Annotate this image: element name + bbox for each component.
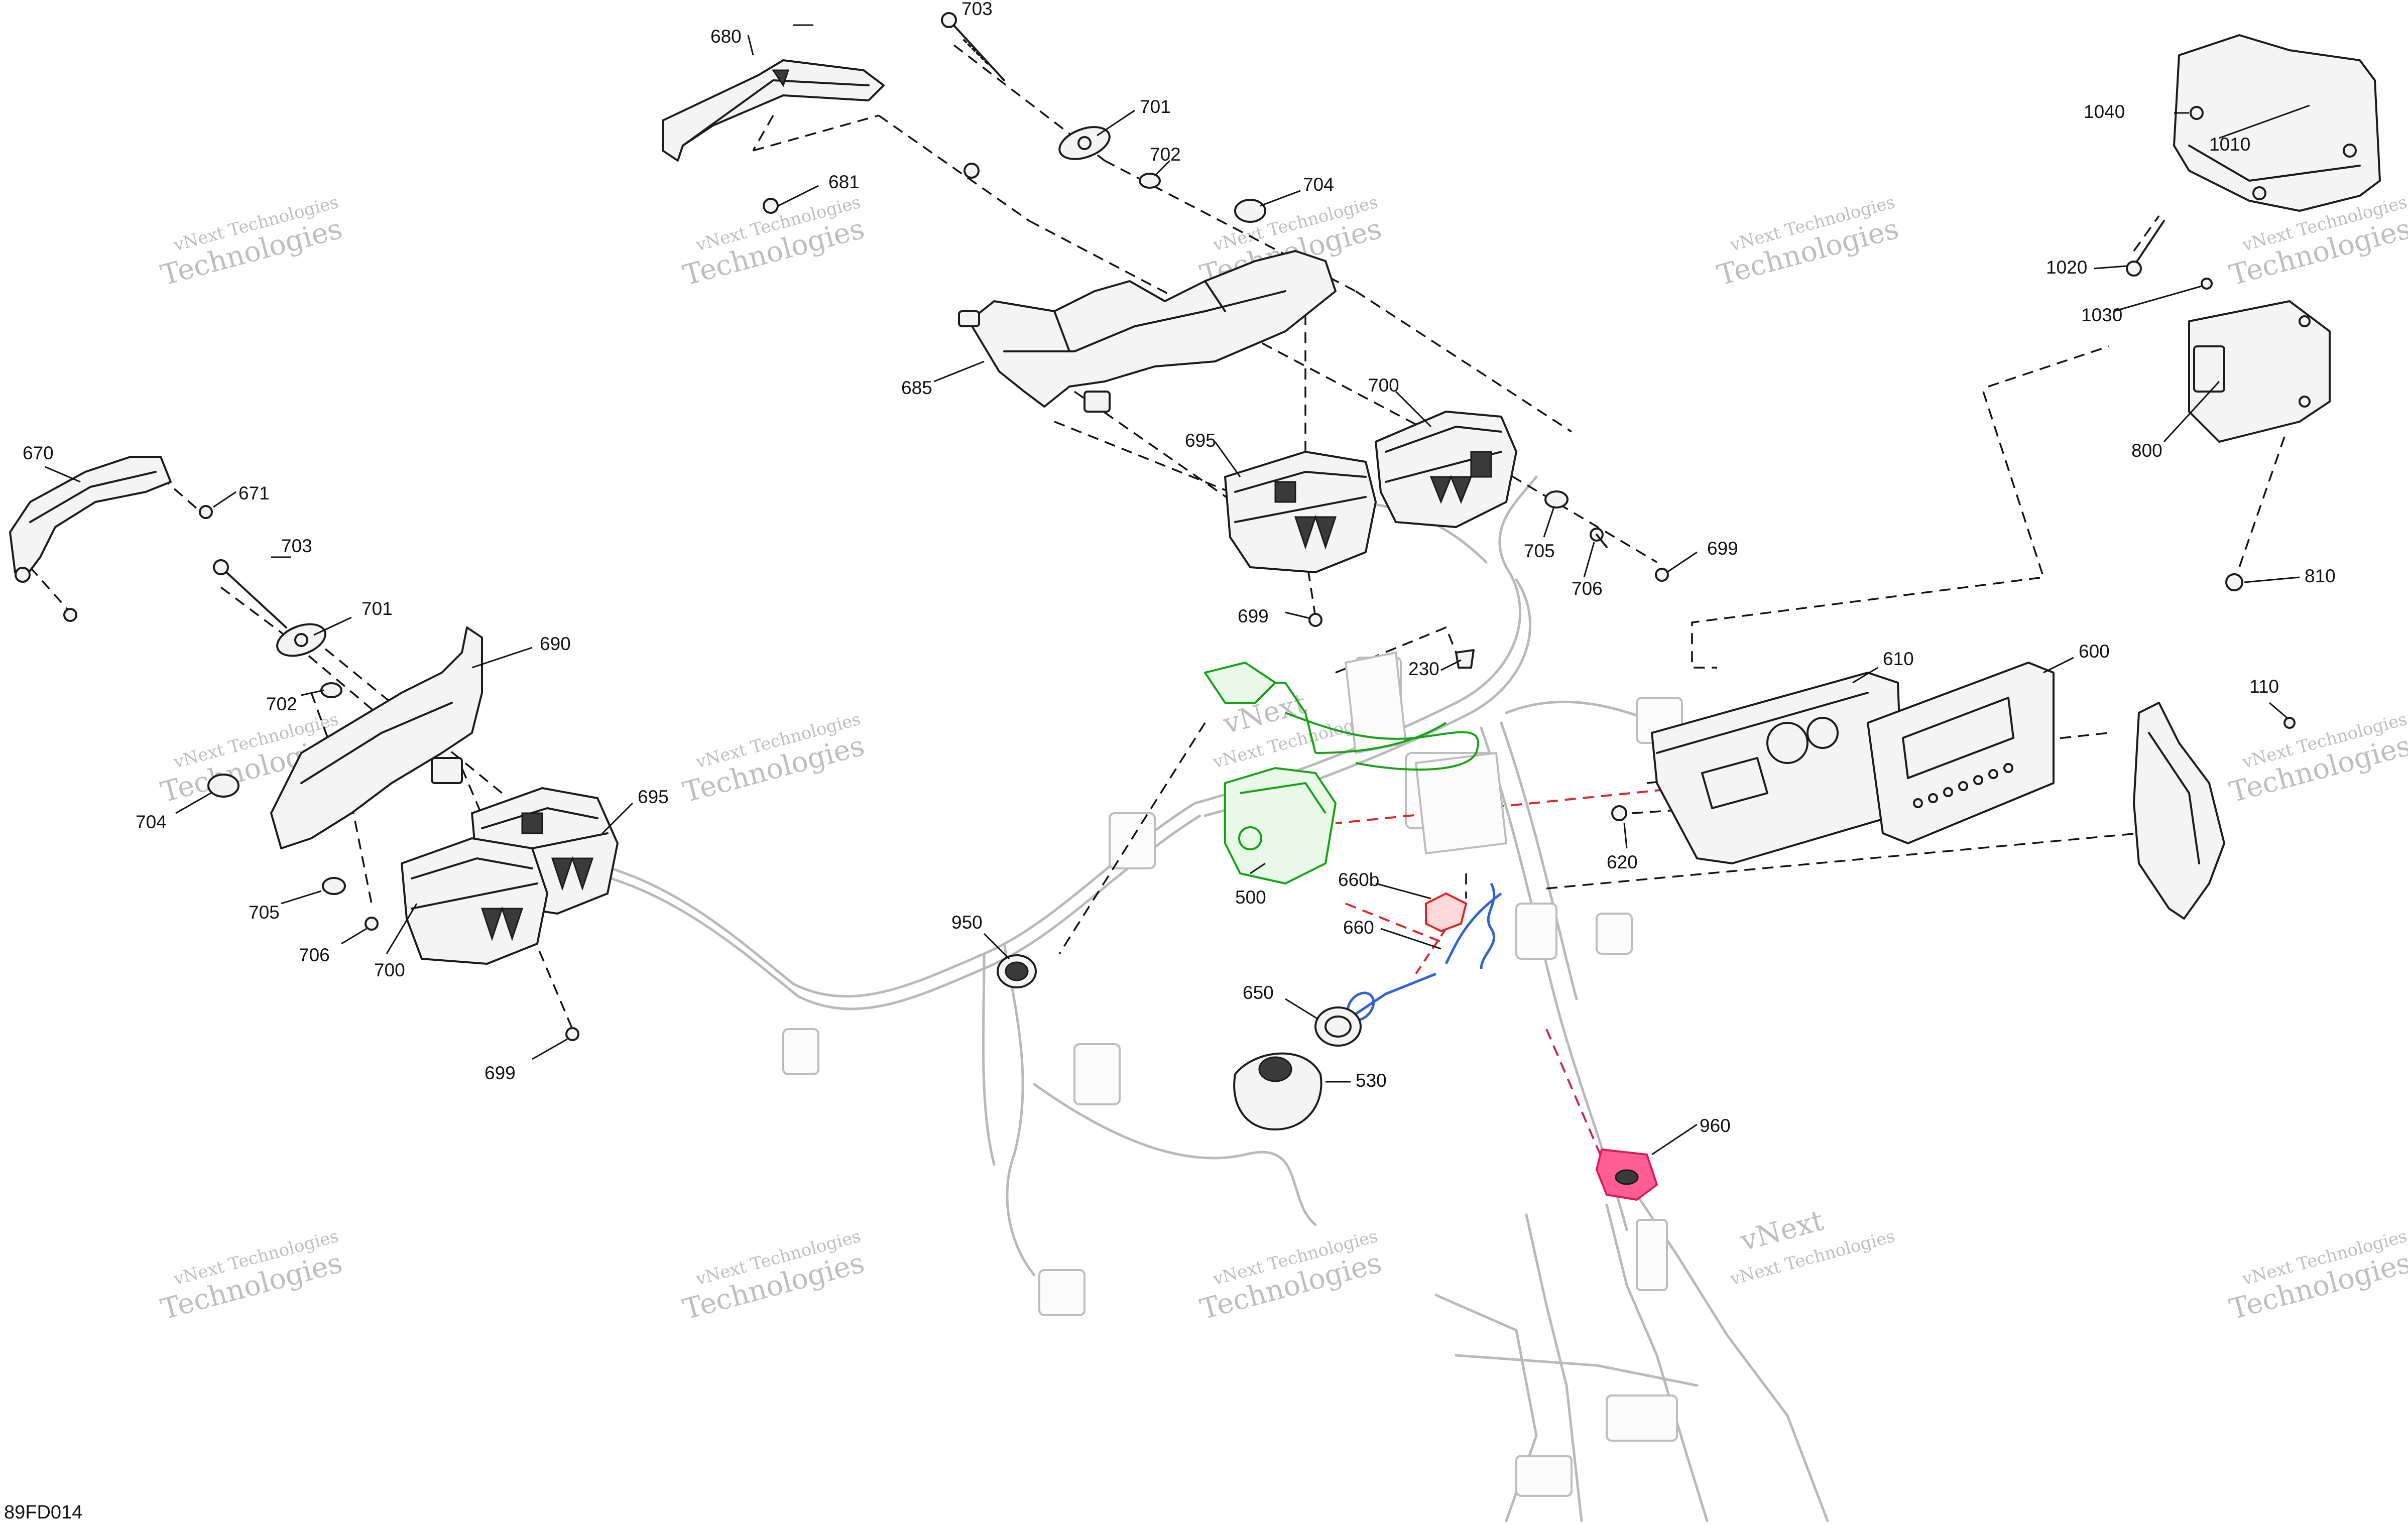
part-680-bracket[interactable] <box>662 59 885 214</box>
callout-706[interactable]: 706 <box>299 945 330 965</box>
callout-699[interactable]: 699 <box>1707 538 1738 559</box>
callout-600[interactable]: 600 <box>2079 641 2110 662</box>
socket-960-highlighted[interactable] <box>1595 1148 1658 1201</box>
nut-702-top[interactable] <box>1139 173 1161 189</box>
washer-705-left[interactable] <box>322 877 346 895</box>
nut-702-left[interactable] <box>320 682 342 698</box>
callout-labels: 703 680 701 702 681 704 685 700 695 705 … <box>23 0 2336 1136</box>
tether-660-coil[interactable] <box>1343 882 1502 1035</box>
tether-660b-highlighted[interactable] <box>1425 892 1468 933</box>
callout-702[interactable]: 702 <box>1150 144 1181 165</box>
screw-699-top-left[interactable] <box>1308 613 1322 627</box>
callout-671[interactable]: 671 <box>238 483 270 503</box>
callout-1010[interactable]: 1010 <box>2209 134 2250 155</box>
module-800[interactable] <box>2188 300 2331 443</box>
switch-950[interactable] <box>997 954 1037 988</box>
diagram-code: 89FD014 <box>4 1502 82 1523</box>
callout-703[interactable]: 703 <box>961 0 993 19</box>
callout-695[interactable]: 695 <box>1185 430 1216 451</box>
screw-706-top[interactable] <box>1590 528 1608 548</box>
callout-950[interactable]: 950 <box>951 912 983 933</box>
callout-1030[interactable]: 1030 <box>2081 305 2122 325</box>
callout-705[interactable]: 705 <box>1524 541 1555 561</box>
bracket-110[interactable] <box>2133 702 2225 920</box>
washer-1030[interactable] <box>2201 278 2213 290</box>
screw-681[interactable] <box>964 163 980 179</box>
callout-1040[interactable]: 1040 <box>2084 101 2125 122</box>
callout-660[interactable]: 660 <box>1343 917 1374 938</box>
callout-660b[interactable]: 660b <box>1338 869 1379 890</box>
callout-681[interactable]: 681 <box>828 172 860 192</box>
fuse-box-ghost <box>1344 651 1508 855</box>
callout-530[interactable]: 530 <box>1356 1070 1387 1091</box>
part-670-bracket[interactable] <box>9 456 172 583</box>
callout-680[interactable]: 680 <box>710 26 742 47</box>
callout-230[interactable]: 230 <box>1408 659 1439 679</box>
ring-650[interactable] <box>1314 1006 1362 1047</box>
washer-705-top[interactable] <box>1544 490 1569 509</box>
callout-704[interactable]: 704 <box>136 812 167 832</box>
module-700-left[interactable] <box>401 837 548 965</box>
callout-620[interactable]: 620 <box>1607 852 1638 872</box>
display-600[interactable] <box>1867 662 2055 844</box>
callout-704[interactable]: 704 <box>1303 174 1334 195</box>
screw-1040[interactable] <box>2190 106 2204 120</box>
grommet-704-left[interactable] <box>207 774 239 798</box>
callout-701[interactable]: 701 <box>1140 96 1171 117</box>
part-685-bracket[interactable] <box>958 250 1337 413</box>
screw-699-top-right[interactable] <box>1655 568 1669 582</box>
leader-lines <box>45 24 2310 1156</box>
callout-500[interactable]: 500 <box>1235 887 1266 908</box>
screw-620[interactable] <box>1611 805 1627 821</box>
part-690-bracket[interactable] <box>270 626 483 849</box>
screw-1020[interactable] <box>2126 220 2165 277</box>
module-700-top[interactable] <box>1375 411 1517 528</box>
module-695-top[interactable] <box>1224 451 1377 573</box>
screw-670-lower[interactable] <box>63 608 77 622</box>
screw-699-left[interactable] <box>565 1027 579 1041</box>
screw-671[interactable] <box>199 505 213 519</box>
callout-699[interactable]: 699 <box>485 1063 516 1083</box>
callout-800[interactable]: 800 <box>2131 440 2162 461</box>
washer-701-top[interactable] <box>1055 121 1114 165</box>
callout-695[interactable]: 695 <box>638 787 669 807</box>
housing-610[interactable] <box>1651 672 1904 864</box>
washer-701-left[interactable] <box>273 618 329 662</box>
callout-705[interactable]: 705 <box>249 902 280 923</box>
callout-650[interactable]: 650 <box>1243 982 1274 1003</box>
callout-810[interactable]: 810 <box>2305 566 2336 586</box>
grommet-704-top[interactable] <box>1234 199 1266 223</box>
bracket-1010[interactable] <box>2173 34 2381 212</box>
callout-610[interactable]: 610 <box>1883 649 1914 669</box>
screw-810[interactable] <box>2225 573 2243 591</box>
bolt-703-top[interactable] <box>941 12 1005 81</box>
frame-ghost <box>1434 1193 1829 1522</box>
callout-685[interactable]: 685 <box>901 377 932 398</box>
callout-670[interactable]: 670 <box>23 443 54 463</box>
callout-699[interactable]: 699 <box>1238 606 1269 626</box>
screw-110[interactable] <box>2283 717 2296 729</box>
callout-1020[interactable]: 1020 <box>2046 257 2087 278</box>
callout-702[interactable]: 702 <box>266 694 297 714</box>
callout-706[interactable]: 706 <box>1572 578 1603 599</box>
display-buttons <box>1913 763 2013 808</box>
callout-700[interactable]: 700 <box>374 960 405 980</box>
wiring-harness-ghost <box>591 475 1683 1316</box>
assembly-dashed-lines <box>29 44 2285 1030</box>
switch-530[interactable] <box>1233 1052 1322 1130</box>
bolt-703-left[interactable] <box>213 559 287 628</box>
callout-700[interactable]: 700 <box>1368 375 1399 396</box>
callout-701[interactable]: 701 <box>362 598 393 619</box>
switch-500-highlighted[interactable] <box>1204 662 1479 884</box>
screw-706-left[interactable] <box>365 917 379 931</box>
callout-960[interactable]: 960 <box>1700 1115 1731 1136</box>
callout-110[interactable]: 110 <box>2249 676 2279 697</box>
callout-690[interactable]: 690 <box>540 633 571 654</box>
clip-230[interactable] <box>1455 649 1475 669</box>
callout-703[interactable]: 703 <box>281 536 312 556</box>
